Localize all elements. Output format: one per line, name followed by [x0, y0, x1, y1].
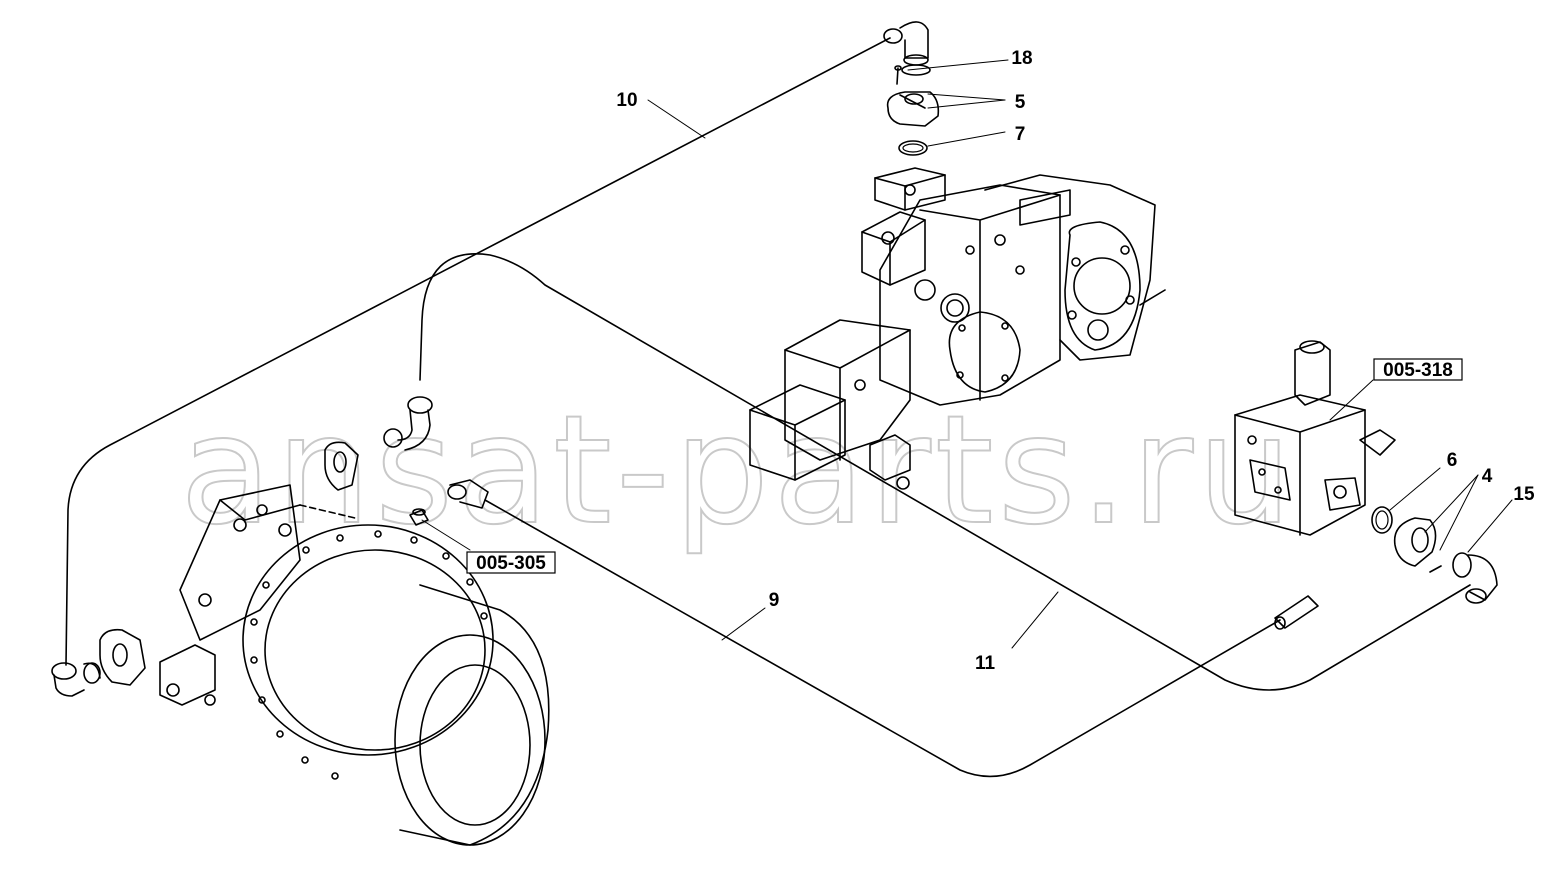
travel-drive-gearbox [159, 441, 550, 846]
left-elbow-fitting [383, 396, 433, 451]
callout-18: 18 [1011, 48, 1032, 69]
elbow-fitting-15 [1429, 552, 1498, 604]
ref-box-005-305[interactable]: 005-305 [466, 551, 556, 574]
left-elbow-fitting-lower [51, 662, 101, 697]
flange-half-clamps-4 [1393, 517, 1437, 567]
flange-half-clamps-5 [886, 91, 940, 127]
adapter-fitting [409, 508, 429, 526]
left-flange-clamp [99, 628, 146, 686]
callout-10: 10 [616, 90, 637, 111]
callout-5: 5 [1015, 92, 1026, 113]
hose-11 [419, 253, 1471, 691]
ref-box-005-318[interactable]: 005-318 [1373, 358, 1463, 381]
screw-18 [894, 65, 902, 85]
callout-15: 15 [1513, 484, 1535, 505]
ref-label-005-318: 005-318 [1383, 360, 1453, 381]
o-ring-7 [898, 140, 928, 156]
ref-label-005-305: 005-305 [476, 553, 546, 574]
top-elbow-fitting [883, 21, 931, 76]
hydraulic-pump-assembly [749, 167, 1166, 490]
valve-block [1234, 340, 1396, 536]
callout-6: 6 [1447, 450, 1458, 471]
callout-11: 11 [975, 653, 996, 674]
o-ring-6 [1371, 506, 1393, 534]
center-elbow-fitting [447, 479, 489, 509]
straight-fitting [1274, 595, 1319, 630]
watermark-text: ansat-parts.ru [180, 384, 1296, 558]
hose-9 [484, 499, 1281, 778]
hose-10 [65, 37, 891, 666]
callout-7: 7 [1015, 124, 1026, 145]
leader-lines [421, 59, 1513, 649]
callout-9: 9 [769, 590, 780, 611]
callout-4: 4 [1482, 466, 1493, 487]
